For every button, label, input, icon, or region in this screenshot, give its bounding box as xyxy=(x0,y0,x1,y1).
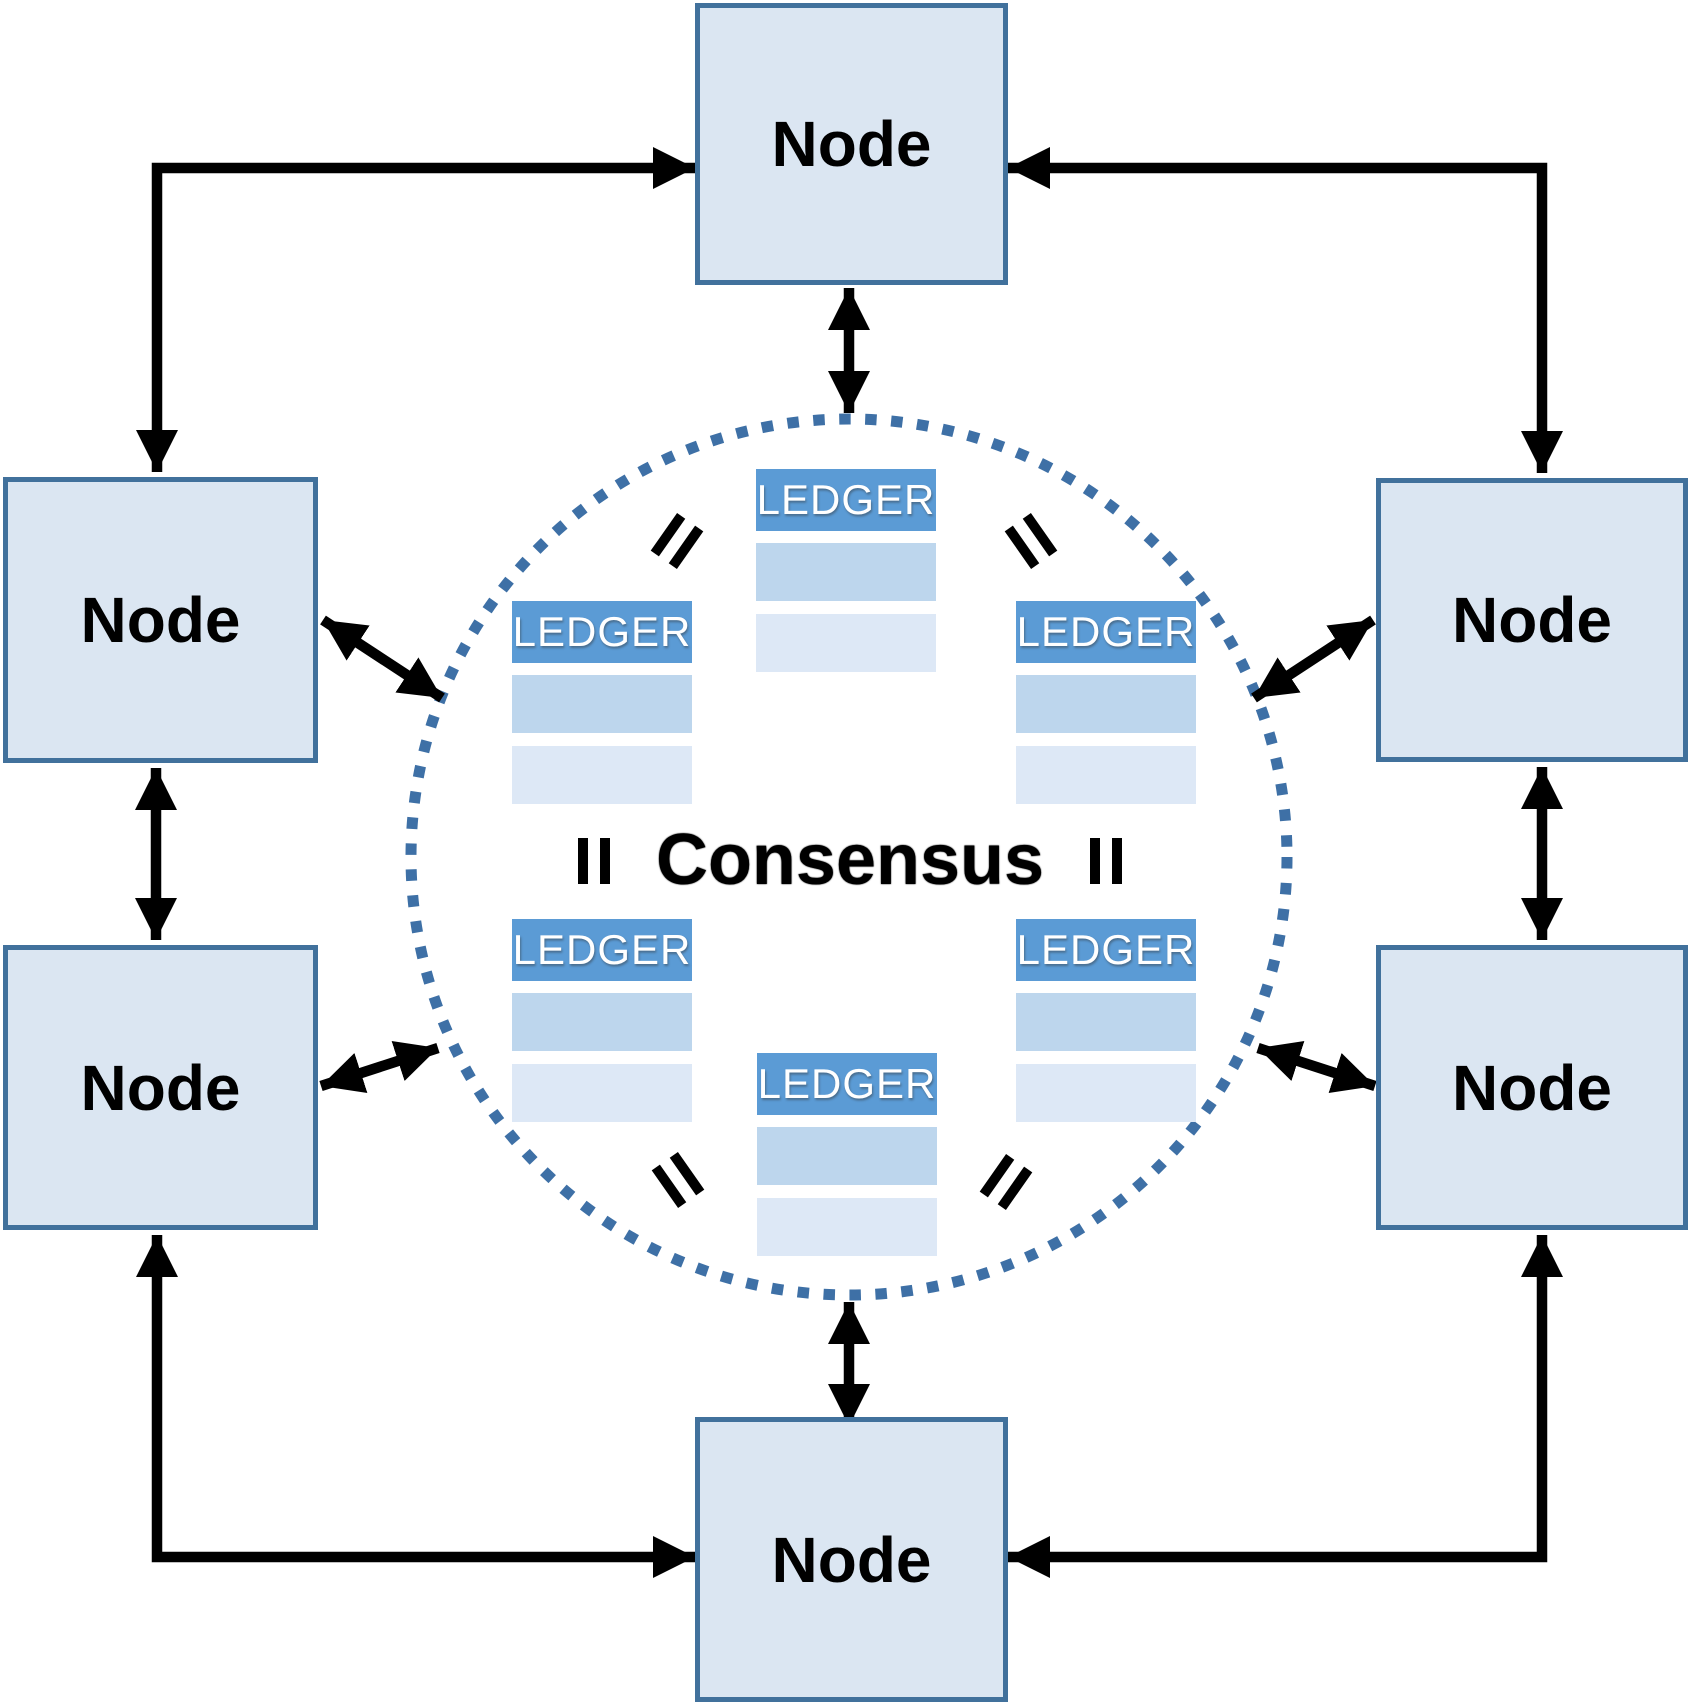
ledger-row xyxy=(1016,1064,1196,1122)
ledger-row xyxy=(757,1127,937,1185)
node-bottom: Node xyxy=(695,1417,1008,1702)
node-upper-left-label: Node xyxy=(80,584,241,656)
arrow-lower-left-node-bottom-node xyxy=(136,1235,695,1578)
node-upper-right: Node xyxy=(1376,478,1688,762)
ledger-row xyxy=(512,993,692,1051)
consensus-title: Consensus xyxy=(655,820,1045,900)
ledger-lower-left: LEDGER xyxy=(512,919,692,1135)
ledger-row xyxy=(756,614,936,672)
ledger-lower-right: LEDGER xyxy=(1016,919,1196,1135)
ledger-bottom: LEDGER xyxy=(757,1053,937,1269)
arrow-upper-left-node-circle xyxy=(320,615,445,703)
ledger-lower-right-title: LEDGER xyxy=(1016,926,1196,973)
ledger-row xyxy=(756,543,936,601)
arrow-upper-right-node-top-node xyxy=(1008,147,1563,473)
node-lower-right: Node xyxy=(1376,945,1688,1230)
node-upper-right-label: Node xyxy=(1452,584,1612,656)
ledger-lower-left-header: LEDGER xyxy=(512,919,692,981)
arrow-lower-left-node-circle xyxy=(319,1041,440,1093)
node-top-label: Node xyxy=(771,108,932,180)
arrow-lower-right-node-circle xyxy=(1256,1041,1377,1093)
ledger-top-title: LEDGER xyxy=(756,476,936,523)
ledger-row xyxy=(512,675,692,733)
consensus-circle xyxy=(405,413,1293,1301)
node-lower-right-label: Node xyxy=(1452,1051,1612,1124)
node-lower-left-label: Node xyxy=(80,1051,241,1124)
ledger-upper-right-header: LEDGER xyxy=(1016,601,1196,663)
ledger-row xyxy=(512,1064,692,1122)
ledger-row xyxy=(757,1198,937,1256)
ledger-lower-right-header: LEDGER xyxy=(1016,919,1196,981)
node-upper-left: Node xyxy=(3,477,318,763)
ledger-upper-right: LEDGER xyxy=(1016,601,1196,817)
ledger-upper-left-header: LEDGER xyxy=(512,601,692,663)
ledger-upper-left: LEDGER xyxy=(512,601,692,817)
ledger-top: LEDGER xyxy=(756,469,936,685)
arrow-upper-right-node-circle xyxy=(1251,615,1376,703)
node-lower-left: Node xyxy=(3,945,318,1230)
ledger-row xyxy=(1016,746,1196,804)
arrow-lower-right-node-bottom-node xyxy=(1008,1235,1563,1578)
ledger-lower-left-title: LEDGER xyxy=(512,926,692,973)
ledger-row xyxy=(1016,675,1196,733)
node-top: Node xyxy=(695,3,1008,285)
ledger-row xyxy=(1016,993,1196,1051)
ledger-upper-right-title: LEDGER xyxy=(1016,608,1196,655)
ledger-row xyxy=(512,746,692,804)
ledger-top-header: LEDGER xyxy=(756,469,936,531)
node-bottom-label: Node xyxy=(771,1523,932,1596)
ledger-bottom-title: LEDGER xyxy=(757,1060,937,1107)
ledger-upper-left-title: LEDGER xyxy=(512,608,692,655)
arrow-upper-left-node-top-node xyxy=(136,147,695,472)
ledger-bottom-header: LEDGER xyxy=(757,1053,937,1115)
